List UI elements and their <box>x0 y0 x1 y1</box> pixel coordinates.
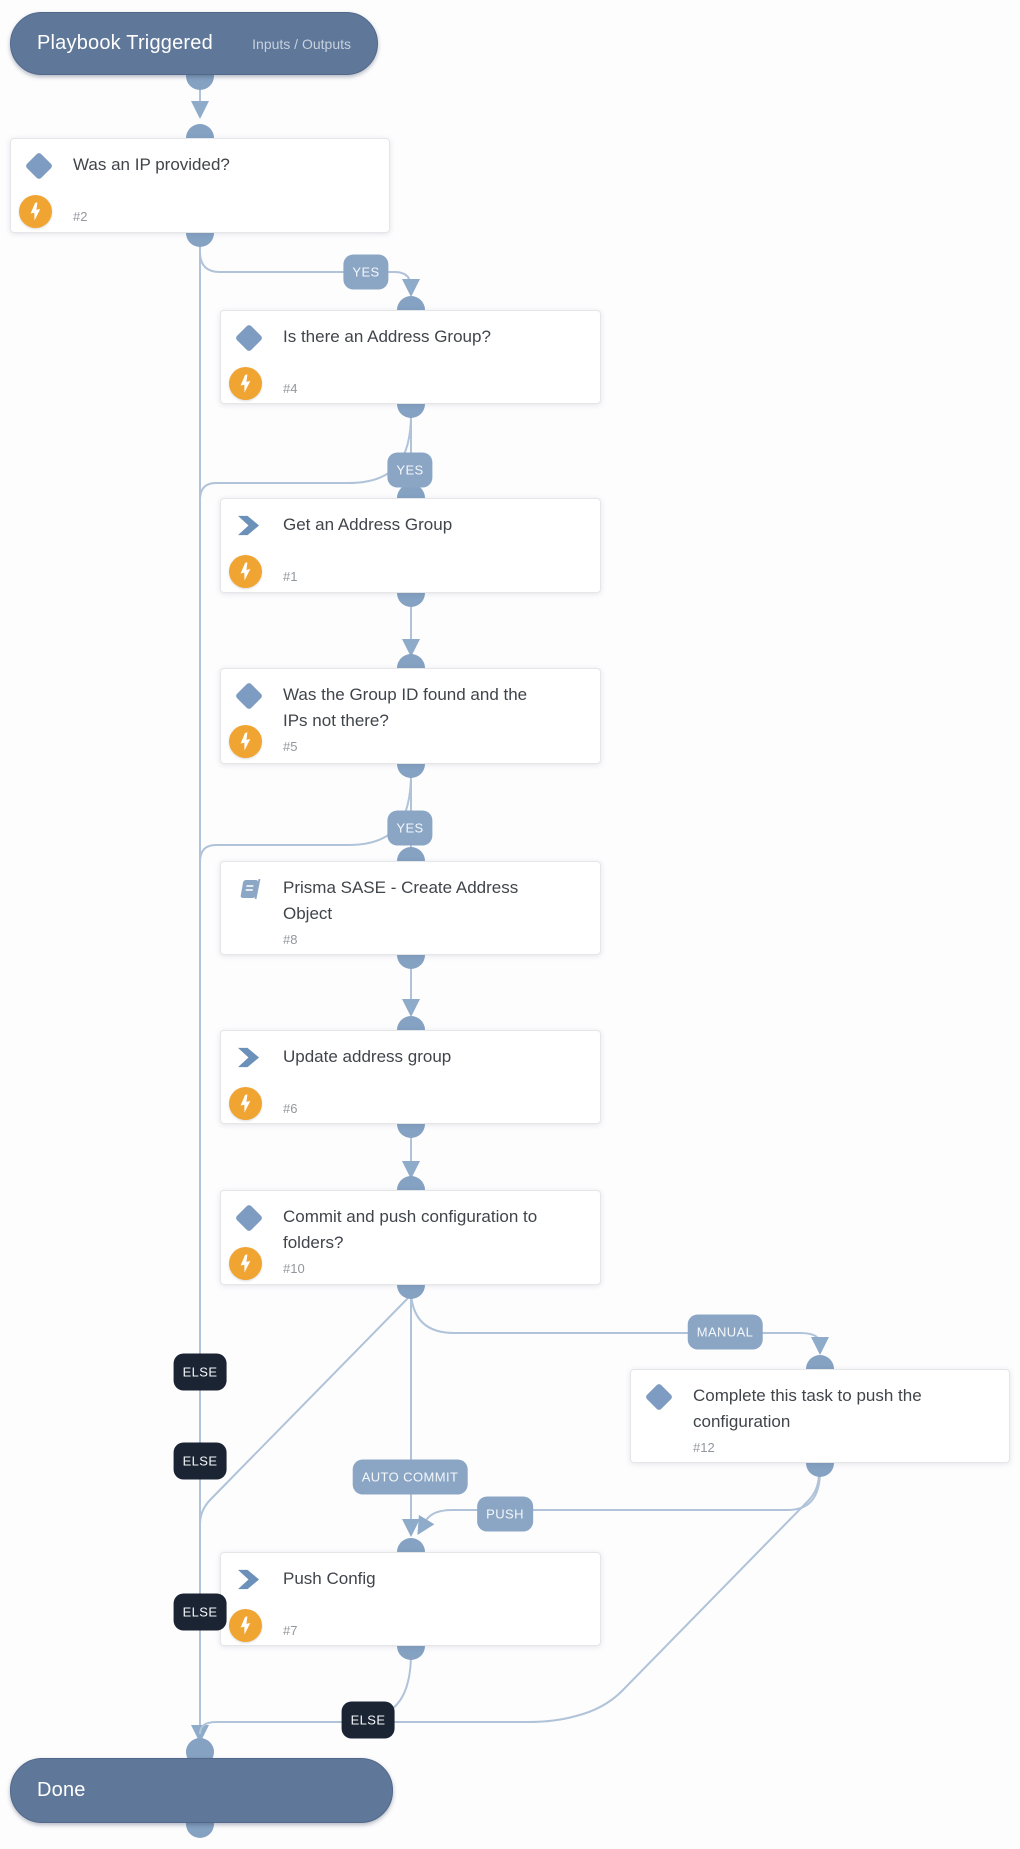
done-title: Done <box>37 1779 86 1801</box>
edge-label-yes-3: YES <box>387 810 433 846</box>
playbook-trigger-node[interactable]: Playbook Triggered Inputs / Outputs <box>10 12 378 75</box>
task-card-4[interactable]: Is there an Address Group? #4 <box>220 310 601 404</box>
task-number: #5 <box>283 739 298 754</box>
task-title: Push Config <box>283 1569 376 1588</box>
edge-label-yes-2: YES <box>387 452 433 488</box>
action-chevron-icon <box>235 1566 262 1593</box>
edge-label-else-4: ELSE <box>341 1701 395 1739</box>
inputs-outputs-link[interactable]: Inputs / Outputs <box>252 35 351 52</box>
automation-lightning-icon <box>229 1609 262 1642</box>
done-node[interactable]: Done <box>10 1758 393 1823</box>
action-chevron-icon <box>235 512 262 539</box>
task-title: Complete this task to push the configura… <box>693 1386 922 1431</box>
task-card-8[interactable]: Prisma SASE - Create Address Object #8 <box>220 861 601 955</box>
task-card-12[interactable]: Complete this task to push the configura… <box>630 1369 1010 1463</box>
task-title: Get an Address Group <box>283 515 453 534</box>
task-number: #10 <box>283 1261 305 1276</box>
task-title: Was the Group ID found and the IPs not t… <box>283 685 528 730</box>
task-card-1[interactable]: Get an Address Group #1 <box>220 498 601 593</box>
condition-diamond-icon <box>234 1203 263 1232</box>
task-title: Was an IP provided? <box>73 155 230 174</box>
automation-lightning-icon <box>229 725 262 758</box>
automation-lightning-icon <box>229 555 262 588</box>
playbook-book-icon <box>235 875 262 902</box>
trigger-title: Playbook Triggered <box>37 32 213 54</box>
task-card-2[interactable]: Was an IP provided? #2 <box>10 138 390 233</box>
automation-lightning-icon <box>229 1087 262 1120</box>
task-number: #2 <box>73 209 88 224</box>
automation-lightning-icon <box>19 195 52 228</box>
edge-label-else-2: ELSE <box>173 1442 227 1480</box>
action-chevron-icon <box>235 1044 262 1071</box>
task-card-6[interactable]: Update address group #6 <box>220 1030 601 1124</box>
task-card-5[interactable]: Was the Group ID found and the IPs not t… <box>220 668 601 764</box>
edges-group <box>191 80 829 1743</box>
edge-label-manual: MANUAL <box>687 1314 763 1350</box>
task-number: #7 <box>283 1623 298 1638</box>
edge-label-auto-commit: AUTO COMMIT <box>352 1459 468 1495</box>
condition-diamond-icon <box>234 323 263 352</box>
condition-diamond-icon <box>644 1382 673 1411</box>
task-title: Update address group <box>283 1047 452 1066</box>
edge-label-else-3: ELSE <box>173 1593 227 1631</box>
edge-label-yes-1: YES <box>343 254 389 290</box>
condition-diamond-icon <box>234 681 263 710</box>
task-card-7[interactable]: Push Config #7 <box>220 1552 601 1646</box>
automation-lightning-icon <box>229 1247 262 1280</box>
edge-label-push: PUSH <box>477 1496 533 1532</box>
task-number: #4 <box>283 381 298 396</box>
task-number: #1 <box>283 569 298 584</box>
condition-diamond-icon <box>24 151 53 180</box>
task-title: Commit and push configuration to folders… <box>283 1207 538 1252</box>
task-number: #8 <box>283 932 298 947</box>
automation-lightning-icon <box>229 367 262 400</box>
task-title: Prisma SASE - Create Address Object <box>283 878 519 923</box>
task-title: Is there an Address Group? <box>283 327 491 346</box>
task-number: #12 <box>693 1440 715 1455</box>
task-card-10[interactable]: Commit and push configuration to folders… <box>220 1190 601 1285</box>
edge-label-else-1: ELSE <box>173 1353 227 1391</box>
task-number: #6 <box>283 1101 298 1116</box>
